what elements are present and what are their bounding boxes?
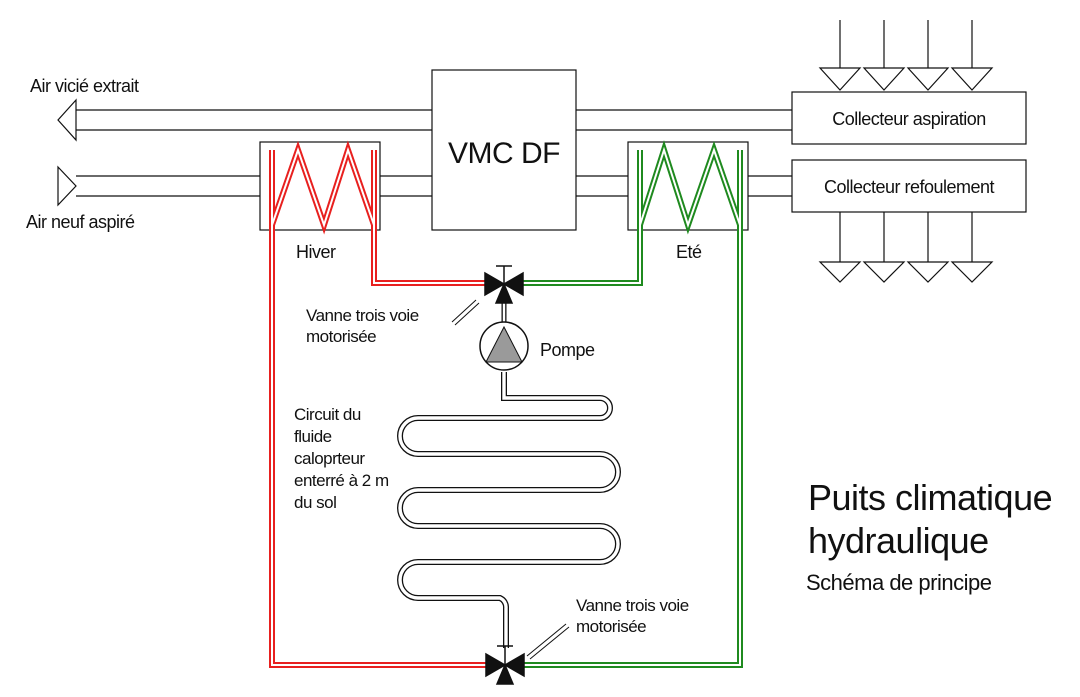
valve-top-label-1: Vanne trois voie bbox=[306, 306, 419, 325]
valve-bottom-leader bbox=[526, 623, 567, 657]
three-way-valve-icon bbox=[484, 265, 524, 304]
vmc-box bbox=[431, 69, 577, 231]
three-way-valve-icon bbox=[485, 645, 525, 685]
circuit-label-3: caloprteur bbox=[294, 449, 365, 468]
pump-label: Pompe bbox=[540, 340, 595, 360]
collector-supply-label: Collecteur refoulement bbox=[824, 177, 995, 197]
circuit-label-1: Circuit du bbox=[294, 405, 361, 424]
ground-loop-circuit bbox=[397, 372, 621, 648]
winter-pipe bbox=[269, 225, 488, 668]
summer-label: Eté bbox=[676, 242, 702, 262]
arrow-down-icon bbox=[862, 20, 906, 91]
summer-pipe bbox=[520, 225, 743, 668]
circuit-label-5: du sol bbox=[294, 493, 336, 512]
vmc-label: VMC DF bbox=[448, 137, 560, 170]
diagram-title-line2: hydraulique bbox=[808, 520, 989, 561]
arrow-down-icon bbox=[950, 20, 994, 91]
arrow-down-icon bbox=[862, 212, 906, 283]
collector-suction-label: Collecteur aspiration bbox=[832, 109, 986, 129]
arrow-down-icon bbox=[818, 212, 862, 283]
pump-icon bbox=[479, 321, 529, 371]
diagram-title-line1: Puits climatique bbox=[808, 477, 1052, 518]
diagram-subtitle: Schéma de principe bbox=[806, 570, 992, 595]
valve-bottom-label-1: Vanne trois voie bbox=[576, 596, 689, 615]
valve-top-label-2: motorisée bbox=[306, 327, 376, 346]
collector-suction-box bbox=[791, 91, 1027, 145]
circuit-label-2: fluide bbox=[294, 427, 332, 446]
arrow-down-icon bbox=[950, 212, 994, 283]
collector-supply-box bbox=[791, 159, 1027, 213]
air-intake-label: Air neuf aspiré bbox=[26, 212, 135, 232]
valve-top-leader bbox=[451, 299, 477, 323]
arrow-down-icon bbox=[906, 212, 950, 283]
supply-outlet-arrows bbox=[818, 212, 994, 283]
valve-bottom-label-2: motorisée bbox=[576, 617, 646, 636]
winter-label: Hiver bbox=[296, 242, 336, 262]
circuit-label-4: enterré à 2 m bbox=[294, 471, 389, 490]
arrow-down-icon bbox=[818, 20, 862, 91]
arrow-down-icon bbox=[906, 20, 950, 91]
suction-inlet-arrows bbox=[818, 20, 994, 91]
air-extract-label: Air vicié extrait bbox=[30, 76, 139, 96]
